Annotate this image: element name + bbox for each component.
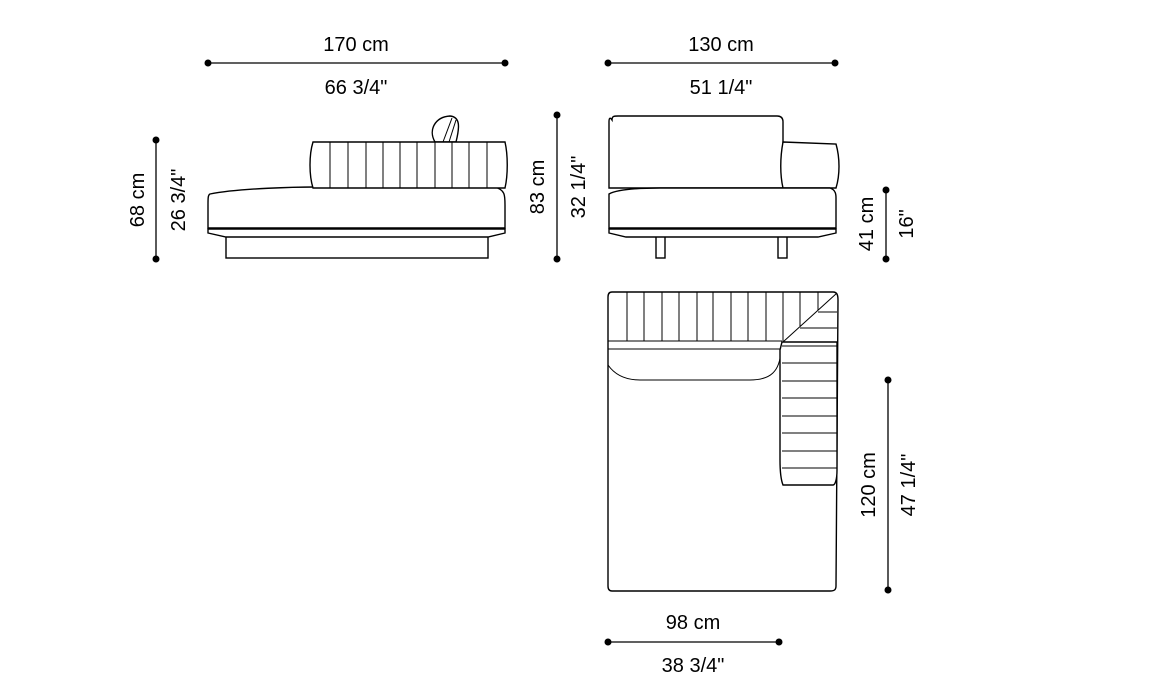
front-leg-left: [655, 235, 666, 259]
side-plinth: [225, 235, 489, 259]
side-pillow: [431, 115, 460, 143]
front-height-metric: 83 cm: [527, 160, 549, 214]
front-width-imperial: 51 1/4": [690, 77, 753, 99]
dimension-front-width: 130 cm 51 1/4": [604, 34, 839, 99]
plan-depth-metric: 120 cm: [858, 452, 880, 518]
plan-width-metric: 98 cm: [666, 612, 720, 634]
front-back-cushion: [608, 115, 784, 189]
front-seat: [608, 187, 837, 229]
plan-view: [607, 291, 839, 592]
plan-arm: [779, 341, 838, 486]
front-arm-cushion: [780, 141, 840, 189]
side-height-metric: 68 cm: [127, 173, 149, 227]
dimension-plan-depth: 120 cm 47 1/4": [858, 376, 920, 594]
side-view: [207, 115, 508, 259]
front-leg-right: [777, 235, 788, 259]
side-seat: [207, 186, 506, 229]
front-width-metric: 130 cm: [688, 34, 754, 56]
side-width-metric: 170 cm: [323, 34, 389, 56]
seat-height-imperial: 16": [896, 209, 918, 238]
dimension-side-width: 170 cm 66 3/4": [204, 34, 509, 99]
side-back-cushion: [309, 141, 508, 189]
front-view: [608, 115, 840, 259]
dimension-front-height: 83 cm 32 1/4": [527, 111, 590, 263]
plan-width-imperial: 38 3/4": [662, 655, 725, 677]
dimension-plan-width: 98 cm 38 3/4": [604, 612, 783, 677]
side-width-imperial: 66 3/4": [325, 77, 388, 99]
dimension-seat-height: 41 cm 16": [856, 186, 918, 263]
dimension-side-height: 68 cm 26 3/4": [127, 136, 190, 263]
front-height-imperial: 32 1/4": [568, 156, 590, 219]
plan-depth-imperial: 47 1/4": [898, 454, 920, 517]
seat-height-metric: 41 cm: [856, 197, 878, 251]
side-height-imperial: 26 3/4": [168, 169, 190, 232]
